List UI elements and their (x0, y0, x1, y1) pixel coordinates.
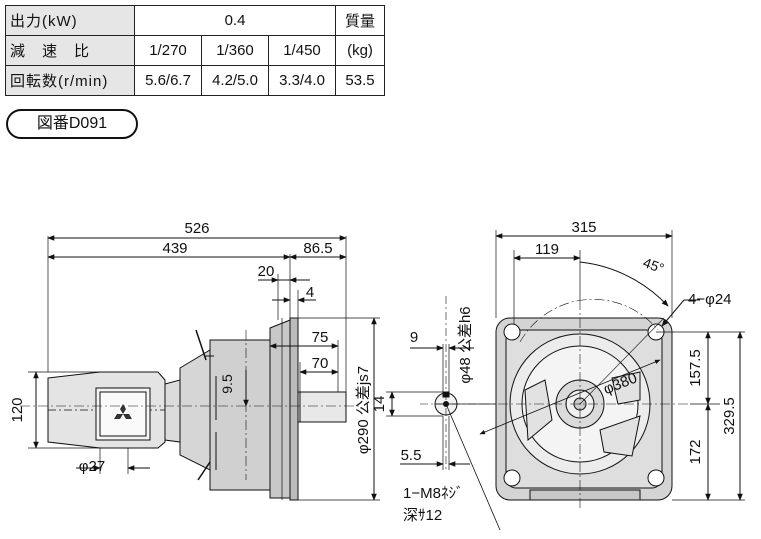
dim-holes: 4−φ24 (688, 291, 732, 308)
dim-75: 75 (312, 329, 329, 346)
dim-9-5: 9.5 (219, 374, 235, 394)
shaft-detail-labels: 9 φ48 公差h6 14 5.5 1−M8ﾈｼﾞ 深ｻ12 (371, 306, 474, 524)
side-view (20, 235, 380, 501)
ratio-3: 1/450 (268, 35, 336, 66)
mass-unit: (kg) (335, 35, 385, 66)
dim-shaft-dia: φ48 公差h6 (457, 306, 474, 383)
dim-flange-dia: φ290 公差js7 (355, 366, 372, 454)
dim-shaft-extension: 86.5 (303, 240, 332, 257)
spec-table: 出力(kW) 0.4 質量 減 速 比 1/270 1/360 1/450 (k… (5, 5, 385, 96)
dim-14: 14 (371, 396, 388, 413)
dim-157-5: 157.5 (687, 349, 704, 387)
tap-note: 1−M8ﾈｼﾞ (403, 485, 463, 502)
output-value: 0.4 (134, 5, 336, 36)
dim-overall-length: 526 (184, 220, 209, 237)
ratio-label: 減 速 比 (5, 35, 135, 66)
dim-key-width: 9 (410, 329, 418, 346)
speed-3: 3.3/4.0 (268, 65, 336, 96)
dim-body-length: 439 (162, 240, 187, 257)
dim-4: 4 (306, 284, 314, 301)
mass-label: 質量 (335, 5, 385, 36)
dim-119: 119 (535, 241, 559, 258)
tap-depth: 深ｻ12 (403, 507, 442, 524)
dim-5-5: 5.5 (401, 447, 422, 464)
ratio-2: 1/360 (201, 35, 269, 66)
dim-70: 70 (312, 355, 329, 372)
front-view (479, 230, 745, 510)
speed-1: 5.6/6.7 (134, 65, 202, 96)
figure-number: 図番D091 (6, 109, 138, 139)
dim-width-315: 315 (571, 219, 596, 236)
mass-value: 53.5 (335, 65, 385, 96)
dim-329-5: 329.5 (721, 397, 738, 435)
dim-height-120: 120 (9, 397, 26, 422)
mitsubishi-logo-icon (114, 404, 132, 419)
dim-20: 20 (258, 263, 275, 280)
speed-label: 回転数(r/min) (5, 65, 135, 96)
side-view-labels: 526 439 86.5 20 4 75 70 120 9.5 φ290 公差j… (9, 220, 372, 475)
output-label: 出力(kW) (5, 5, 135, 36)
speed-2: 4.2/5.0 (201, 65, 269, 96)
dim-angle-45: 45° (641, 254, 666, 276)
dim-foot-dia: φ27 (79, 458, 105, 475)
dim-172: 172 (687, 439, 704, 464)
shaft-detail (386, 296, 501, 531)
